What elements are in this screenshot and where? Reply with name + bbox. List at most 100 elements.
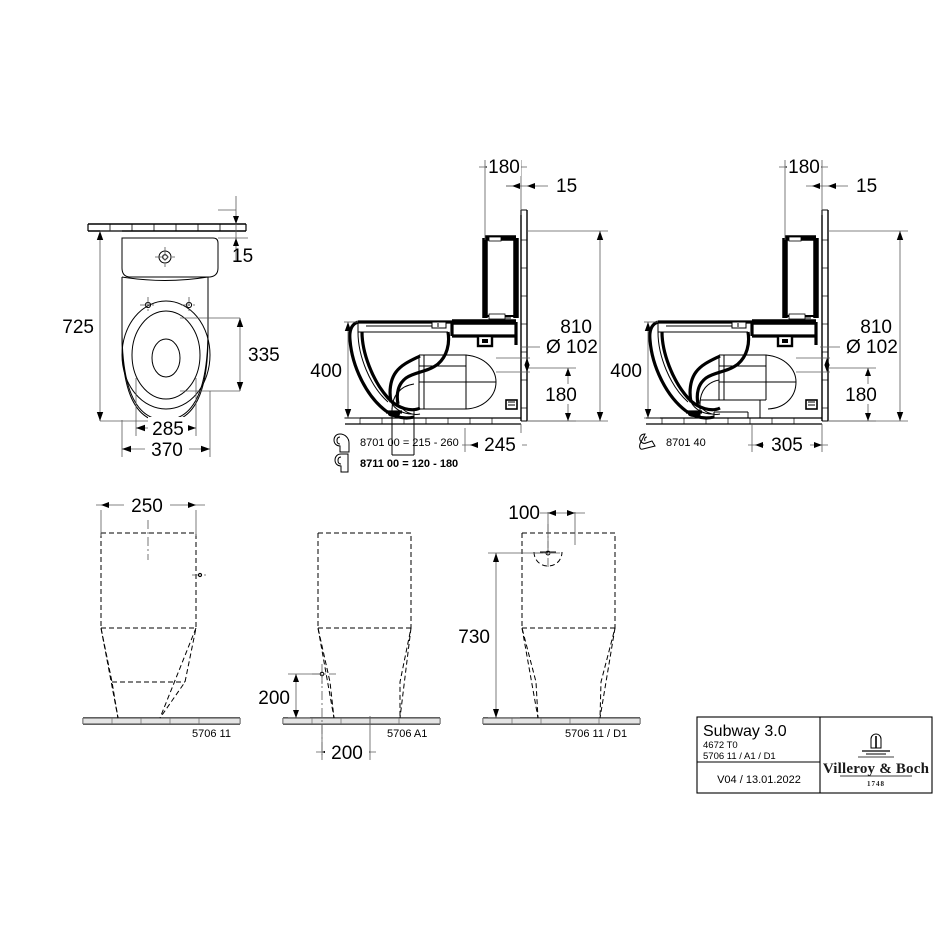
elev-r-dim-d102: Ø 102 xyxy=(820,337,898,358)
side-elevation-horizontal-outlet: 180 15 810 400 xyxy=(310,157,608,473)
front-view-5706-11-d1: 100 730 5706 11 / D1 xyxy=(458,503,641,740)
elev-l-connector-note-1: 8701 00 = 215 - 260 xyxy=(333,433,459,453)
front-b-dim-200-v-label: 200 xyxy=(258,688,290,709)
elev-l-dim-180-outlet: 180 xyxy=(527,367,582,422)
elev-l-dim-245-label: 245 xyxy=(484,435,516,456)
plan-flush-button-icon xyxy=(155,247,175,267)
elev-l-outlet-bounds-arrows xyxy=(496,357,530,373)
brand-year-label: 1748 xyxy=(867,780,885,788)
villeroy-boch-logo: Villeroy & Boch 1748 xyxy=(823,733,930,788)
front-b-code-label: 5706 A1 xyxy=(387,728,427,740)
front-b-dim-200-h-label: 200 xyxy=(331,743,363,764)
elev-l-dim-180-outlet-label: 180 xyxy=(545,385,577,406)
elev-r-dim-305: 305 xyxy=(748,424,828,456)
elev-l-dim-400-label: 400 xyxy=(310,361,342,382)
elev-r-connector-note-1-label: 8701 40 xyxy=(666,437,706,449)
title-block-product-name: Subway 3.0 xyxy=(703,723,787,740)
front-view-5706-11: 250 5706 11 xyxy=(82,494,241,740)
elev-l-wall xyxy=(520,209,528,422)
elev-r-dim-400-label: 400 xyxy=(610,361,642,382)
elev-l-dim-400: 400 xyxy=(310,321,360,419)
front-a-floor xyxy=(82,717,241,725)
front-b-dim-200-v: 200 xyxy=(258,673,322,719)
front-a-code-label: 5706 11 xyxy=(192,728,231,740)
elev-l-floor xyxy=(345,417,521,425)
elev-r-cistern xyxy=(782,235,819,320)
plan-seat-inner xyxy=(131,310,201,400)
front-b-taper xyxy=(317,627,412,719)
bend-connector-icon xyxy=(639,433,656,450)
elev-r-dim-180-outlet-label: 180 xyxy=(845,385,877,406)
front-view-5706-a1: 200 200 5706 A1 xyxy=(258,532,441,764)
elev-r-dim-d102-label: Ø 102 xyxy=(846,337,898,358)
front-a-side-mark-icon xyxy=(192,572,208,578)
plan-cistern-bowl-joint xyxy=(121,276,209,281)
elev-l-cistern xyxy=(482,235,519,320)
elev-r-dim-15-label: 15 xyxy=(856,176,877,197)
title-block-revision: V04 / 13.01.2022 xyxy=(717,774,801,786)
elev-r-dim-180-outlet: 180 xyxy=(828,367,882,422)
elev-l-dim-15-label: 15 xyxy=(556,176,577,197)
elev-l-dim-245: 245 xyxy=(462,424,527,456)
elev-r-outlet-pipe xyxy=(699,354,818,418)
elev-l-dim-15: 15 xyxy=(506,176,577,197)
front-a-taper xyxy=(100,627,197,719)
front-c-dim-730-label: 730 xyxy=(458,627,490,648)
elev-l-connector-note-2: 8711 00 = 120 - 180 xyxy=(334,453,458,473)
elev-l-dim-180-top-label: 180 xyxy=(488,157,520,178)
plan-dim-335: 335 xyxy=(180,317,280,392)
elev-r-connector-note-1: 8701 40 xyxy=(639,433,706,450)
front-a-dim-250-label: 250 xyxy=(131,496,163,517)
elev-l-dim-810-label: 810 xyxy=(560,317,592,338)
plan-dim-335-label: 335 xyxy=(248,345,280,366)
elev-l-bowl xyxy=(348,320,452,420)
elev-l-outlet-pipe xyxy=(391,354,518,456)
elev-r-cistern-base xyxy=(750,319,818,348)
front-c-floor xyxy=(482,717,641,725)
fountain-icon xyxy=(858,733,894,758)
side-elevation-vertical-outlet: 180 15 810 400 xyxy=(610,157,908,456)
elev-r-dim-400: 400 xyxy=(610,321,660,419)
straight-connector-icon xyxy=(334,453,349,473)
title-block-variants: 5706 11 / A1 / D1 xyxy=(703,751,776,762)
front-c-code-label: 5706 11 / D1 xyxy=(565,728,627,740)
elev-r-dim-810-label: 810 xyxy=(860,317,892,338)
plan-fixing-hole-left-icon xyxy=(140,297,156,313)
front-a-dim-250: 250 xyxy=(96,494,205,536)
plan-dim-285-label: 285 xyxy=(152,419,184,440)
plan-fixing-hole-right-icon xyxy=(181,297,197,313)
front-c-taper xyxy=(521,627,616,719)
elev-l-dim-d102: Ø 102 xyxy=(520,337,598,358)
elev-r-wall xyxy=(821,209,829,422)
plan-dim-15-label: 15 xyxy=(232,246,253,267)
elev-r-dim-305-label: 305 xyxy=(771,435,803,456)
elev-r-outlet-bounds-arrows xyxy=(796,357,830,373)
plan-dim-15: 15 xyxy=(218,196,253,267)
plan-dim-725: 725 xyxy=(62,230,150,422)
offset-connector-icon xyxy=(333,433,350,453)
elev-r-dim-180-top: 180 xyxy=(779,157,828,240)
plan-dim-725-label: 725 xyxy=(62,317,94,338)
front-b-floor xyxy=(282,717,441,725)
elev-l-dim-d102-label: Ø 102 xyxy=(546,337,598,358)
plan-bowl-opening xyxy=(151,338,181,378)
plan-seat-outer xyxy=(121,300,211,410)
front-c-dim-100-label: 100 xyxy=(508,503,540,524)
elev-l-cistern-base xyxy=(450,319,518,348)
plan-dim-370: 370 xyxy=(121,391,211,461)
plan-dim-285: 285 xyxy=(135,378,197,440)
elev-l-connector-note-2-label: 8711 00 = 120 - 180 xyxy=(360,458,458,470)
elev-l-dim-810: 810 xyxy=(527,230,608,422)
title-block: Subway 3.0 4672 T0 5706 11 / A1 / D1 V04… xyxy=(696,716,933,794)
elev-l-dim-180-top: 180 xyxy=(479,157,527,240)
brand-name-label: Villeroy & Boch xyxy=(823,761,930,777)
title-block-frame xyxy=(696,716,933,794)
title-block-article-code: 4672 T0 xyxy=(703,740,738,751)
front-c-dim-100: 100 xyxy=(508,503,585,548)
elev-l-connector-note-1-label: 8701 00 = 215 - 260 xyxy=(360,437,459,449)
plan-view: 725 15 335 285 xyxy=(62,196,280,461)
front-b-dim-200-h: 200 xyxy=(316,716,376,764)
